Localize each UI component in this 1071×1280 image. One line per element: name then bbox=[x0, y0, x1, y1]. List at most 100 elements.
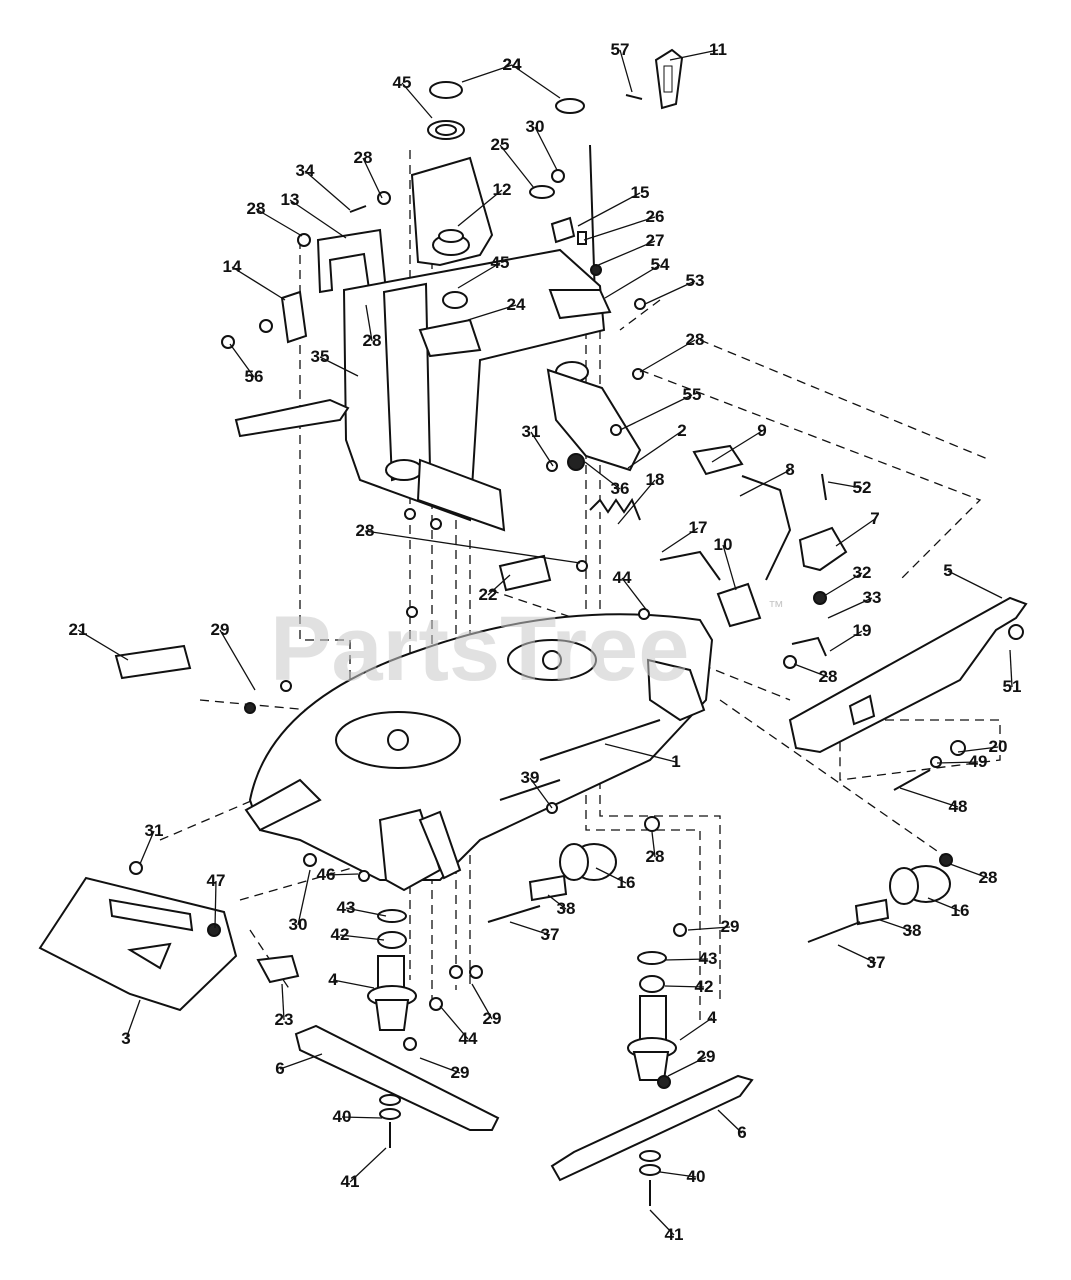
callout-label-2: 2 bbox=[677, 421, 686, 440]
callout-label-39: 39 bbox=[521, 768, 540, 787]
callout-label-37b: 37 bbox=[867, 953, 886, 972]
callout-label-41a: 41 bbox=[341, 1172, 360, 1191]
callout-label-32: 32 bbox=[853, 563, 872, 582]
callout-leader-54 bbox=[604, 264, 661, 299]
callout-leader-16b bbox=[927, 897, 961, 912]
callout-leader-41b bbox=[649, 1209, 675, 1236]
callout-leader-29c bbox=[471, 983, 493, 1020]
watermark-text: PartsTree bbox=[270, 598, 689, 700]
callout-label-7: 7 bbox=[870, 509, 879, 528]
callout-leader-45b bbox=[457, 262, 501, 289]
callout-leader-9 bbox=[711, 430, 763, 463]
callout-leader-39 bbox=[529, 777, 553, 809]
callout-label-1: 1 bbox=[671, 752, 680, 771]
callout-label-42a: 42 bbox=[331, 925, 350, 944]
callout-leader-22 bbox=[487, 574, 511, 596]
callout-label-9: 9 bbox=[757, 421, 766, 440]
callout-leader-28e bbox=[364, 530, 581, 564]
callout-label-28d: 28 bbox=[686, 330, 705, 349]
callout-label-16a: 16 bbox=[617, 873, 636, 892]
callout-leader-28c bbox=[365, 304, 373, 342]
callout-label-54: 54 bbox=[651, 255, 670, 274]
callout-label-53: 53 bbox=[686, 271, 705, 290]
callout-leader-15 bbox=[577, 192, 641, 227]
callout-leader-16a bbox=[595, 867, 627, 884]
callout-leader-55 bbox=[619, 394, 693, 431]
line-art bbox=[38, 48, 1028, 1206]
callout-label-30b: 30 bbox=[289, 915, 308, 934]
callout-leader-37b bbox=[837, 944, 877, 964]
callout-label-6b: 6 bbox=[737, 1123, 746, 1142]
callout-leader-34 bbox=[304, 170, 351, 211]
callout-label-29c: 29 bbox=[483, 1009, 502, 1028]
callout-leader-40a bbox=[341, 1116, 383, 1119]
callout-leader-28d bbox=[639, 339, 696, 373]
callout-leader-30b bbox=[297, 869, 311, 926]
callout-leader-40b bbox=[659, 1171, 697, 1178]
callout-leader-41a bbox=[349, 1147, 387, 1183]
callout-leader-32 bbox=[823, 572, 863, 597]
callout-label-18: 18 bbox=[646, 470, 665, 489]
callout-leader-51 bbox=[1009, 649, 1013, 688]
callout-label-36: 36 bbox=[611, 479, 630, 498]
callout-label-17: 17 bbox=[689, 518, 708, 537]
callout-leader-6b bbox=[717, 1109, 743, 1134]
callout-label-42b: 42 bbox=[695, 977, 714, 996]
callout-label-28f: 28 bbox=[819, 667, 838, 686]
callout-label-31a: 31 bbox=[522, 422, 541, 441]
callout-leader-3 bbox=[125, 999, 141, 1040]
callout-label-29b: 29 bbox=[721, 917, 740, 936]
callout-label-41b: 41 bbox=[665, 1225, 684, 1244]
callout-leader-2 bbox=[627, 430, 683, 469]
callout-leader-43b bbox=[664, 958, 709, 961]
callout-label-8: 8 bbox=[785, 460, 794, 479]
callout-leader-18 bbox=[617, 479, 656, 525]
callout-label-28h: 28 bbox=[979, 868, 998, 887]
callout-label-16b: 16 bbox=[951, 901, 970, 920]
callout-label-20: 20 bbox=[989, 737, 1008, 756]
callout-label-24c: 24 bbox=[507, 295, 526, 314]
callout-label-28c: 28 bbox=[363, 331, 382, 350]
callout-leader-24c bbox=[467, 304, 517, 321]
callout-label-3: 3 bbox=[121, 1029, 130, 1048]
callout-leader-24b bbox=[511, 64, 561, 99]
callout-leader-4a bbox=[332, 979, 375, 989]
callout-label-51: 51 bbox=[1003, 677, 1022, 696]
callout-leader-4b bbox=[679, 1017, 713, 1041]
callout-label-38a: 38 bbox=[557, 899, 576, 918]
callout-label-35: 35 bbox=[311, 347, 330, 366]
callout-label-43a: 43 bbox=[337, 898, 356, 917]
callout-leader-42b bbox=[664, 985, 705, 988]
callout-label-44b: 44 bbox=[459, 1029, 478, 1048]
callout-label-37a: 37 bbox=[541, 925, 560, 944]
callout-leader-5 bbox=[947, 570, 1003, 599]
watermark-trademark: ™ bbox=[768, 599, 784, 616]
callout-leader-28f bbox=[793, 663, 829, 678]
callout-leader-26 bbox=[583, 216, 656, 241]
callout-leader-57 bbox=[619, 49, 633, 93]
callout-label-11: 11 bbox=[709, 40, 727, 59]
callout-leader-38a bbox=[547, 894, 567, 910]
callout-leader-47 bbox=[214, 880, 217, 929]
callout-leader-49 bbox=[936, 761, 979, 764]
callout-label-19: 19 bbox=[853, 621, 872, 640]
callout-leader-45a bbox=[401, 82, 433, 119]
callout-leader-28g bbox=[651, 831, 656, 858]
callout-label-27: 27 bbox=[646, 231, 665, 250]
callout-label-6a: 6 bbox=[275, 1059, 284, 1078]
callout-leader-14 bbox=[231, 266, 286, 301]
callout-leader-29a bbox=[219, 629, 256, 691]
callout-leader-25 bbox=[499, 144, 535, 189]
callout-label-44a: 44 bbox=[613, 568, 632, 587]
callout-leader-27 bbox=[595, 240, 656, 267]
callout-leader-37a bbox=[509, 921, 551, 936]
callout-leader-1 bbox=[604, 743, 677, 763]
callout-leader-44a bbox=[621, 577, 649, 613]
callout-leader-38b bbox=[879, 919, 913, 932]
callout-leader-44b bbox=[439, 1005, 469, 1040]
callout-leader-29b bbox=[687, 926, 731, 931]
callout-leader-6a bbox=[279, 1053, 323, 1070]
callout-label-28g: 28 bbox=[646, 847, 665, 866]
callout-label-29d: 29 bbox=[697, 1047, 716, 1066]
